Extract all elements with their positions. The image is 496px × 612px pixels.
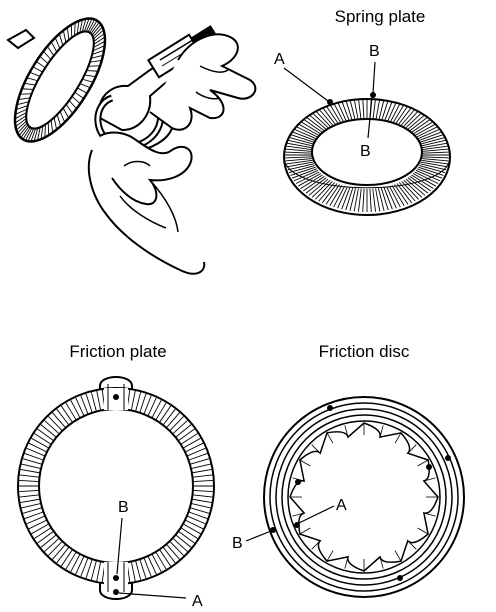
spring-plate-label-b-bottom: B <box>360 143 371 160</box>
friction-plate-label-b: B <box>118 499 129 516</box>
spring-plate-label-a: A <box>274 51 285 68</box>
measure-point-a-marker <box>294 522 300 528</box>
spring-plate-label-b-top: B <box>369 43 380 60</box>
measure-point-b-marker <box>113 575 119 581</box>
friction-plate-title: Friction plate <box>69 342 166 361</box>
held-plate-icon <box>13 17 107 143</box>
friction-plate-label-a: A <box>192 593 203 610</box>
friction-disc-label-b: B <box>232 535 243 552</box>
micrometer-measurement-illustration <box>6 17 257 275</box>
spring-plate-title: Spring plate <box>335 7 426 26</box>
friction-plate-panel: Friction plate B A <box>17 342 215 610</box>
friction-disc-title: Friction disc <box>319 342 410 361</box>
measure-point-a-marker <box>113 589 119 595</box>
left-hand-icon <box>87 131 206 275</box>
measure-point-b-marker <box>270 527 276 533</box>
friction-disc-label-a: A <box>336 497 347 514</box>
friction-disc-diagram <box>263 396 465 598</box>
spring-plate-diagram <box>283 98 451 216</box>
friction-plate-diagram <box>17 376 215 600</box>
friction-disc-panel: Friction disc A B <box>232 342 465 598</box>
measure-point-b-marker <box>370 92 376 98</box>
spring-plate-panel: Spring plate A B B <box>274 7 451 216</box>
measure-point-a-marker <box>327 99 333 105</box>
